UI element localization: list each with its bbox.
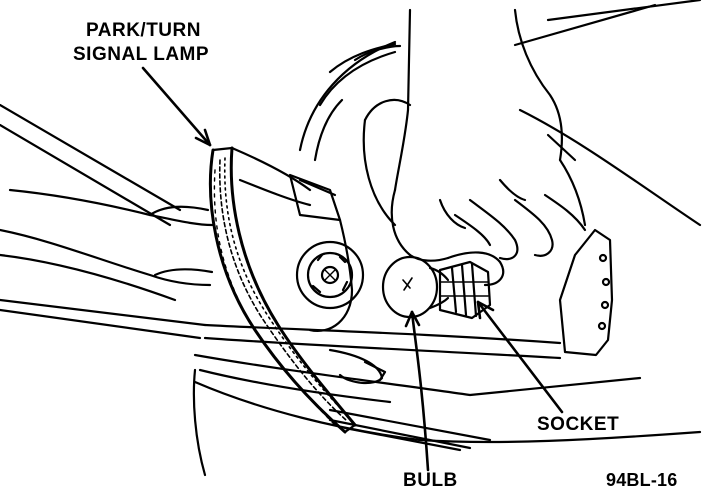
figure-id-label: 94BL-16 [606,470,678,490]
vehicle-body [0,0,702,477]
park-turn-leader [141,66,212,147]
park-turn-arrowhead [194,128,212,147]
socket-shape [438,260,492,320]
bulb-label: BULB [403,470,458,491]
leader-lines [141,66,564,472]
park-turn-label-line1: PARK/TURN [86,20,201,41]
right-hand [362,8,587,287]
park-turn-signal-lamp [208,146,387,434]
bulb-arrowhead [404,310,421,328]
park-turn-label-line2: SIGNAL LAMP [73,44,210,65]
socket-arrowhead [476,300,495,320]
socket-leader [476,300,564,414]
bulb-leader [410,310,430,472]
left-hand [0,188,214,302]
lamp-socket-base [295,240,365,310]
socket-label: SOCKET [537,414,620,435]
bulb-shape [381,255,450,319]
